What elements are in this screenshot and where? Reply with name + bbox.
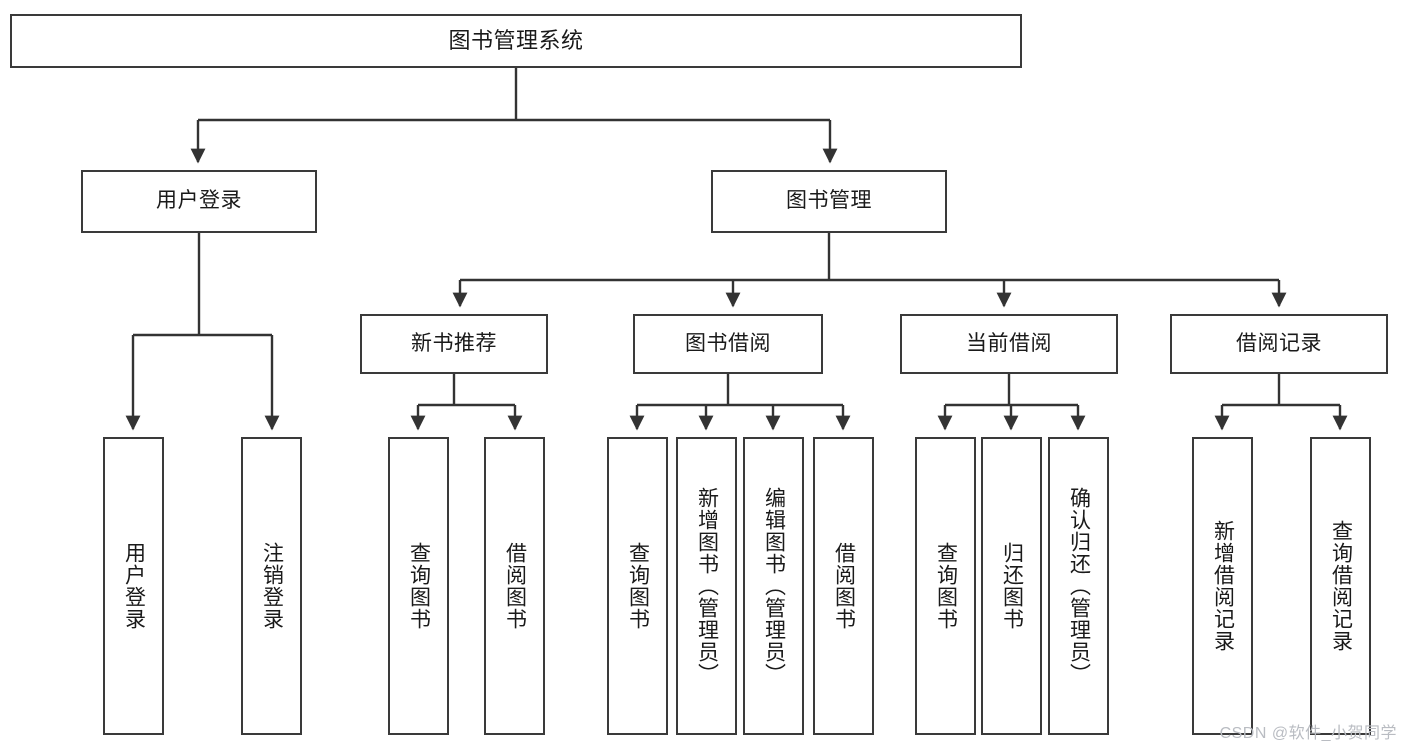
node-root[interactable]: 图书管理系统: [10, 14, 1022, 68]
node-book-manage-group[interactable]: 图书管理: [711, 170, 947, 233]
node-borrow-record-label: 借阅记录: [1236, 331, 1322, 355]
node-current-borrow-label: 当前借阅: [966, 331, 1052, 355]
node-leaf-add-borrow-record-label: 新增借阅记录: [1211, 520, 1235, 652]
node-new-book-recommend[interactable]: 新书推荐: [360, 314, 548, 374]
node-user-login-group-label: 用户登录: [156, 189, 242, 213]
node-book-borrow[interactable]: 图书借阅: [633, 314, 823, 374]
csdn-watermark: CSDN @软件_小贺同学: [1219, 725, 1397, 742]
node-book-borrow-label: 图书借阅: [685, 331, 771, 355]
node-leaf-query-borrow-record[interactable]: 查询借阅记录: [1310, 437, 1371, 735]
node-leaf-query-borrow-record-label: 查询借阅记录: [1329, 520, 1353, 652]
node-leaf-query-book-1[interactable]: 查询图书: [388, 437, 449, 735]
node-new-book-recommend-label: 新书推荐: [411, 331, 497, 355]
node-leaf-add-borrow-record[interactable]: 新增借阅记录: [1192, 437, 1253, 735]
node-leaf-confirm-return-admin-label: 确认归还（管理员）: [1067, 487, 1091, 685]
node-book-manage-group-label: 图书管理: [786, 189, 872, 213]
node-leaf-user-login[interactable]: 用户登录: [103, 437, 164, 735]
node-user-login-group[interactable]: 用户登录: [81, 170, 317, 233]
node-root-label: 图书管理系统: [448, 28, 584, 54]
node-leaf-edit-book-admin-label: 编辑图书（管理员）: [762, 487, 786, 685]
node-leaf-borrow-book-2[interactable]: 借阅图书: [813, 437, 874, 735]
node-leaf-borrow-book-1[interactable]: 借阅图书: [484, 437, 545, 735]
node-leaf-confirm-return-admin[interactable]: 确认归还（管理员）: [1048, 437, 1109, 735]
node-leaf-edit-book-admin[interactable]: 编辑图书（管理员）: [743, 437, 804, 735]
node-leaf-borrow-book-1-label: 借阅图书: [503, 542, 527, 630]
node-leaf-query-book-2[interactable]: 查询图书: [607, 437, 668, 735]
node-leaf-query-book-3[interactable]: 查询图书: [915, 437, 976, 735]
node-leaf-query-book-2-label: 查询图书: [626, 542, 650, 630]
node-leaf-return-book-label: 归还图书: [1000, 542, 1024, 630]
node-current-borrow[interactable]: 当前借阅: [900, 314, 1118, 374]
node-leaf-logout[interactable]: 注销登录: [241, 437, 302, 735]
node-leaf-return-book[interactable]: 归还图书: [981, 437, 1042, 735]
node-leaf-query-book-3-label: 查询图书: [934, 542, 958, 630]
node-leaf-query-book-1-label: 查询图书: [407, 542, 431, 630]
node-leaf-add-book-admin-label: 新增图书（管理员）: [695, 487, 719, 685]
node-leaf-borrow-book-2-label: 借阅图书: [832, 542, 856, 630]
node-leaf-add-book-admin[interactable]: 新增图书（管理员）: [676, 437, 737, 735]
node-leaf-user-login-label: 用户登录: [122, 542, 146, 630]
node-leaf-logout-label: 注销登录: [260, 542, 284, 630]
node-borrow-record[interactable]: 借阅记录: [1170, 314, 1388, 374]
